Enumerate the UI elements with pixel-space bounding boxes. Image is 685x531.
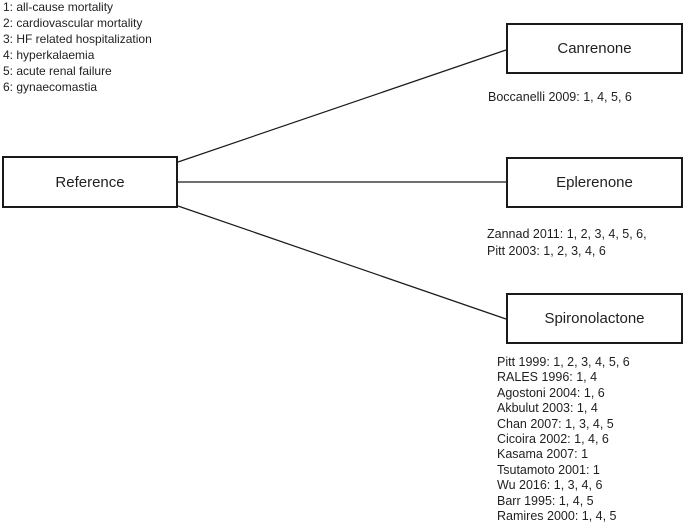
- study-list-eplerenone: Zannad 2011: 1, 2, 3, 4, 5, 6, Pitt 2003…: [487, 226, 647, 260]
- legend-item: 6: gynaecomastia: [3, 80, 98, 94]
- study-item: Tsutamoto 2001: 1: [497, 462, 600, 477]
- study-item: Barr 1995: 1, 4, 5: [497, 493, 594, 508]
- legend-item: 2: cardiovascular mortality: [3, 16, 143, 30]
- study-item: Pitt 2003: 1, 2, 3, 4, 6: [487, 244, 606, 258]
- study-item: Agostoni 2004: 1, 6: [497, 385, 605, 400]
- outcomes-legend: 1: all-cause mortality 2: cardiovascular…: [3, 0, 152, 95]
- connector-reference-spironolactone: [177, 205, 507, 320]
- study-item: Ramires 2000: 1, 4, 5: [497, 509, 617, 524]
- study-list-spironolactone: Pitt 1999: 1, 2, 3, 4, 5, 6 RALES 1996: …: [497, 355, 630, 524]
- drug-node-eplerenone: Eplerenone: [506, 157, 683, 208]
- drug-node-spironolactone: Spironolactone: [506, 293, 683, 344]
- study-item: Boccanelli 2009: 1, 4, 5, 6: [488, 90, 632, 104]
- reference-node: Reference: [2, 156, 178, 208]
- legend-item: 3: HF related hospitalization: [3, 32, 152, 46]
- study-item: Cicoira 2002: 1, 4, 6: [497, 432, 609, 447]
- study-item: Zannad 2011: 1, 2, 3, 4, 5, 6,: [487, 227, 647, 241]
- study-item: Chan 2007: 1, 3, 4, 5: [497, 416, 614, 431]
- reference-node-label: Reference: [55, 173, 125, 191]
- connector-reference-canrenone: [177, 49, 507, 163]
- legend-item: 5: acute renal failure: [3, 64, 112, 78]
- legend-item: 4: hyperkalaemia: [3, 48, 95, 62]
- study-item: Akbulut 2003: 1, 4: [497, 401, 598, 416]
- drug-node-label: Spironolactone: [544, 310, 645, 327]
- study-item: Wu 2016: 1, 3, 4, 6: [497, 478, 603, 493]
- study-item: RALES 1996: 1, 4: [497, 370, 598, 385]
- drug-node-label: Canrenone: [557, 40, 632, 57]
- drug-node-label: Eplerenone: [556, 174, 633, 191]
- study-list-canrenone: Boccanelli 2009: 1, 4, 5, 6: [488, 89, 632, 106]
- study-item: Pitt 1999: 1, 2, 3, 4, 5, 6: [497, 355, 630, 369]
- legend-item: 1: all-cause mortality: [3, 0, 114, 14]
- drug-node-canrenone: Canrenone: [506, 23, 683, 74]
- study-item: Kasama 2007: 1: [497, 447, 589, 462]
